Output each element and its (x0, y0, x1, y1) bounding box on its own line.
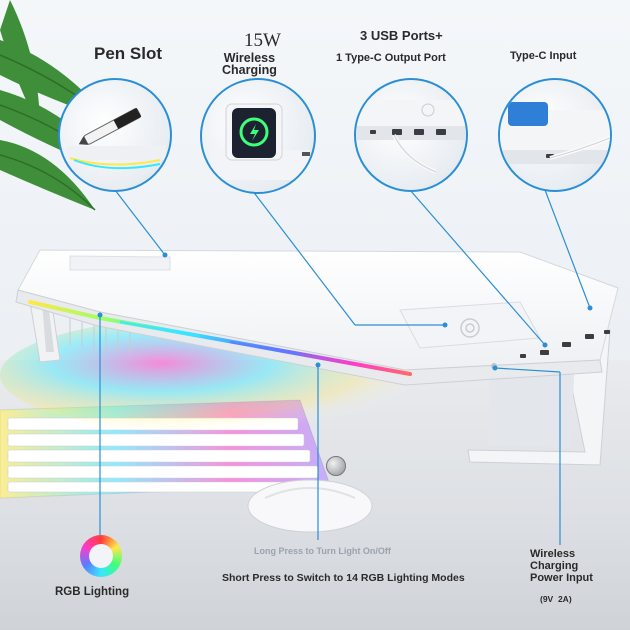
rgb-modes-label: Short Press to Switch to 14 RGB Lighting… (222, 572, 465, 584)
monitor-stand (0, 249, 619, 466)
usb-port-icon (356, 100, 466, 174)
smartphone-charging-icon (210, 103, 310, 180)
pen-slot-label: Pen Slot (94, 44, 163, 63)
usb-ports-label: 3 USB Ports+ (360, 28, 443, 43)
type-c-input-callout (498, 78, 612, 192)
power-input-label: Wireless Charging Power Input (530, 548, 593, 584)
pen-slot-callout (58, 78, 172, 192)
wattage-label: 15W (244, 30, 281, 51)
light-control-knob (326, 456, 346, 476)
usb-ports-callout (354, 78, 468, 192)
mouse (247, 479, 373, 533)
power-spec-label: (9V 2A) (540, 594, 572, 604)
rgb-lighting-label: RGB Lighting (55, 586, 130, 598)
color-wheel-icon (80, 535, 122, 577)
type-c-output-label: 1 Type-C Output Port (336, 52, 446, 64)
type-c-input-label: Type-C Input (510, 50, 577, 62)
light-toggle-label: Long Press to Turn Light On/Off (254, 546, 391, 556)
type-c-cable-icon (500, 102, 610, 164)
wireless-charging-label: Wireless Charging (222, 51, 277, 77)
marker-pen-icon (66, 107, 166, 170)
wireless-charging-callout (200, 78, 316, 194)
